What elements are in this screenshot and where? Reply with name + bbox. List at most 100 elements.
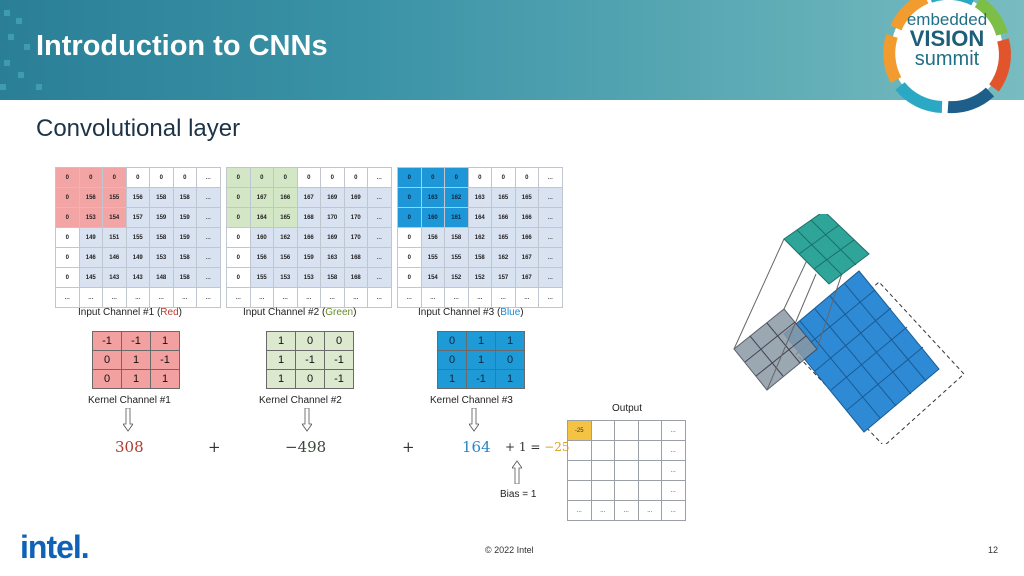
grid-cell: 156: [273, 247, 298, 268]
grid-cell: 0: [55, 187, 80, 208]
grid-cell: 154: [420, 267, 445, 288]
grid-cell: 165: [273, 207, 298, 228]
output-cell: [567, 440, 592, 461]
kernel-cell: 1: [266, 369, 296, 389]
grid-cell: ...: [125, 287, 150, 308]
grid-cell: ...: [467, 287, 492, 308]
grid-cell: 0: [249, 167, 274, 188]
grid-cell: 167: [514, 267, 539, 288]
grid-cell: ...: [149, 287, 174, 308]
grid-cell: ...: [367, 207, 392, 228]
grid-cell: ...: [196, 287, 221, 308]
grid-cell: 165: [491, 187, 516, 208]
grid-cell: 161: [444, 207, 469, 228]
grid-cell: 159: [149, 207, 174, 228]
output-cell: [567, 480, 592, 501]
kernel-cell: 0: [437, 350, 467, 370]
grid-cell: ...: [538, 247, 563, 268]
grid-cell: 163: [467, 187, 492, 208]
kernel-channel-2-label: Kernel Channel #2: [259, 395, 342, 406]
output-cell: ...: [567, 500, 592, 521]
output-cell: [590, 480, 615, 501]
page-number: 12: [988, 545, 999, 555]
input-channel-red-label: Input Channel #1 (Red): [78, 307, 182, 318]
grid-cell: 168: [296, 207, 321, 228]
grid-cell: 153: [149, 247, 174, 268]
grid-cell: 169: [320, 227, 345, 248]
slide-subtitle: Convolutional layer: [36, 115, 241, 142]
up-arrow-icon: [512, 460, 522, 484]
kernel-channel-3-label: Kernel Channel #3: [430, 395, 513, 406]
logo-text-summit: summit: [914, 48, 980, 70]
grid-cell: ...: [367, 287, 392, 308]
grid-cell: ...: [538, 207, 563, 228]
output-row: ...: [567, 480, 686, 501]
grid-cell: 155: [444, 247, 469, 268]
grid-cell: 164: [249, 207, 274, 228]
grid-cell: ...: [367, 187, 392, 208]
label-accent-blue: Blue: [500, 307, 521, 318]
grid-cell: 0: [226, 167, 251, 188]
grid-cell: 167: [249, 187, 274, 208]
kernel-cell: -1: [466, 369, 496, 389]
grid-cell: 0: [491, 167, 516, 188]
kernel-cell: -1: [295, 350, 325, 370]
plus-sign-1: +: [208, 438, 221, 456]
grid-cell: 155: [420, 247, 445, 268]
grid-cell: 157: [491, 267, 516, 288]
output-cell: ...: [661, 420, 686, 441]
grid-cell: 0: [125, 167, 150, 188]
output-cell: [637, 420, 662, 441]
kernel-cell: -1: [92, 331, 122, 351]
grid-cell: 170: [343, 227, 368, 248]
grid-cell: 167: [514, 247, 539, 268]
grid-cell: 0: [55, 227, 80, 248]
grid-cell: 151: [102, 227, 127, 248]
output-row: ...............: [567, 500, 686, 521]
grid-cell: 158: [444, 227, 469, 248]
output-cell: ...: [661, 440, 686, 461]
grid-cell: ...: [538, 167, 563, 188]
output-row: ...: [567, 460, 686, 481]
grid-cell: ...: [273, 287, 298, 308]
kernel-cell: 1: [266, 331, 296, 351]
kernel-cell: 1: [121, 350, 151, 370]
kernel-channel-1-label: Kernel Channel #1: [88, 395, 171, 406]
grid-cell: 0: [397, 167, 422, 188]
logo-text-vision: VISION: [909, 26, 985, 51]
output-cell: [637, 480, 662, 501]
output-cell: [590, 420, 615, 441]
grid-cell: 153: [296, 267, 321, 288]
grid-cell: 143: [102, 267, 127, 288]
grid-cell: ...: [296, 287, 321, 308]
grid-cell: ...: [172, 287, 197, 308]
grid-cell: 0: [226, 227, 251, 248]
grid-cell: 170: [343, 207, 368, 228]
grid-cell: 166: [491, 207, 516, 228]
grid-cell: ...: [249, 287, 274, 308]
kernel-cell: 1: [150, 369, 180, 389]
grid-cell: 0: [226, 247, 251, 268]
kernel-cell: 1: [495, 331, 525, 351]
output-cell: [567, 460, 592, 481]
grid-cell: ...: [444, 287, 469, 308]
grid-cell: 155: [249, 267, 274, 288]
grid-cell: 0: [420, 167, 445, 188]
grid-cell: 168: [343, 267, 368, 288]
grid-cell: 0: [397, 267, 422, 288]
output-label: Output: [612, 403, 643, 414]
grid-cell: 149: [78, 227, 103, 248]
kernel-cell: 0: [295, 369, 325, 389]
grid-cell: 0: [397, 207, 422, 228]
grid-cell: 0: [514, 167, 539, 188]
